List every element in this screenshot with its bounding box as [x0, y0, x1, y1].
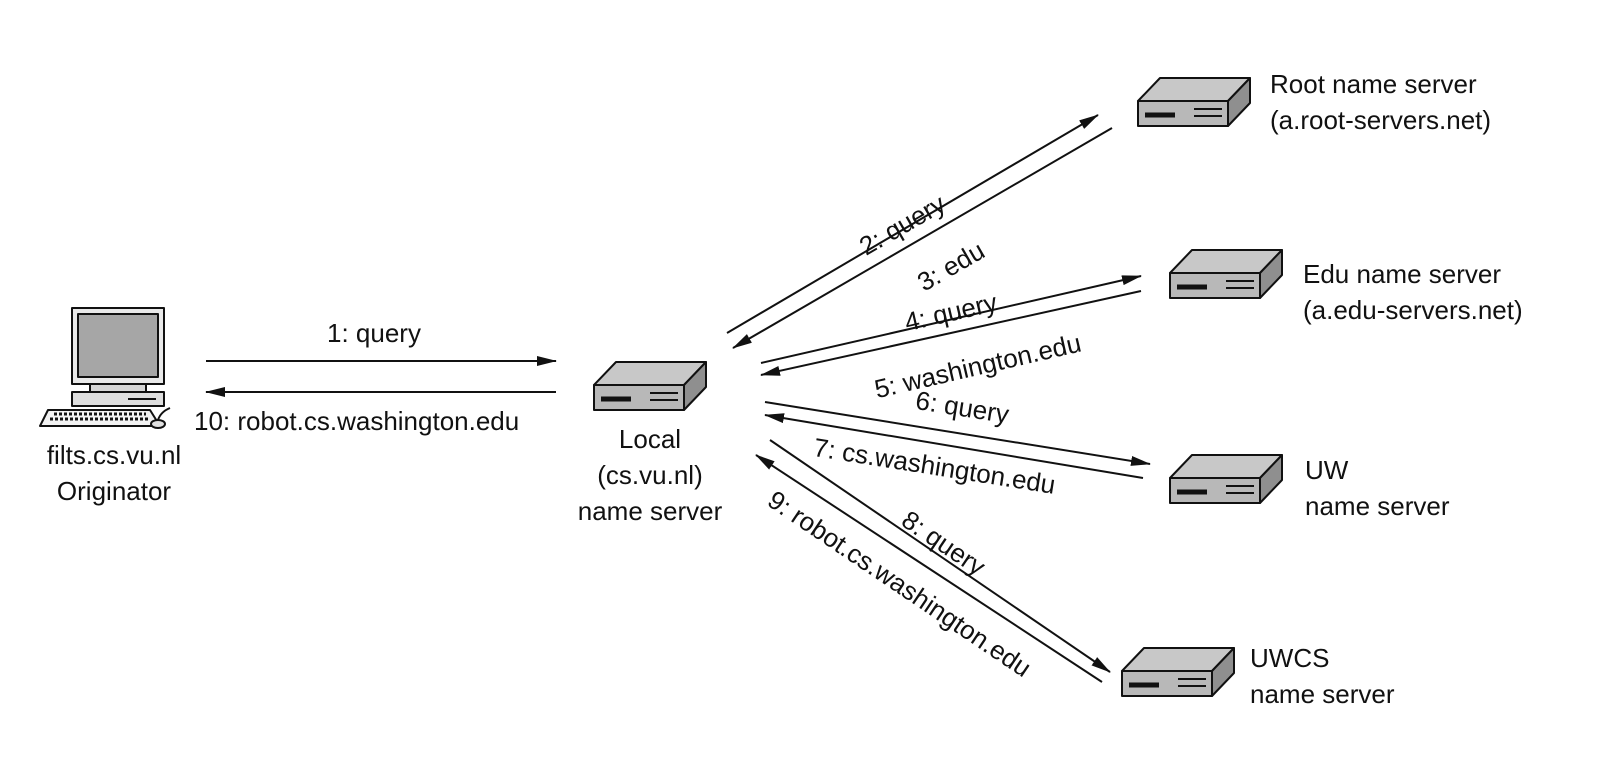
arrow-2-query — [726, 114, 1099, 334]
arrow-9-robot — [755, 454, 1103, 683]
local-server-line1: Local — [618, 424, 682, 454]
originator-role: Originator — [56, 476, 172, 506]
server-icon — [1121, 647, 1235, 697]
server-icon — [1169, 454, 1283, 504]
originator-host: filts.cs.vu.nl — [46, 440, 182, 470]
originator-label: filts.cs.vu.nl Originator — [14, 437, 214, 509]
root-server-line2: (a.root-servers.net) — [1270, 105, 1492, 135]
root-server-label: Root name server (a.root-servers.net) — [1270, 66, 1491, 138]
uw-server-line1: UW — [1305, 455, 1349, 485]
local-server-line2: (cs.vu.nl) — [597, 460, 703, 490]
uw-server-line2: name server — [1305, 491, 1450, 521]
arrow-6-query — [764, 401, 1151, 466]
arrow-7-cs-washington — [764, 413, 1144, 479]
server-icon — [1137, 77, 1251, 127]
arrow-5-washington — [760, 290, 1142, 376]
local-server-label: Local (cs.vu.nl) name server — [550, 421, 750, 529]
uwcs-server-label: UWCS name server — [1250, 640, 1395, 712]
arrow-8-query — [769, 439, 1111, 673]
message-label-1: 1: query — [327, 318, 421, 348]
message-label-10: 10: robot.cs.washington.edu — [194, 406, 520, 436]
edu-server-line2: (a.edu-servers.net) — [1303, 295, 1523, 325]
arrow-4-query — [760, 275, 1142, 364]
uwcs-server-line1: UWCS — [1250, 643, 1330, 673]
root-server-line1: Root name server — [1270, 69, 1477, 99]
arrow-3-edu — [732, 127, 1113, 349]
server-icon — [1169, 249, 1283, 299]
edu-server-label: Edu name server (a.edu-servers.net) — [1303, 256, 1523, 328]
computer-icon — [39, 307, 171, 429]
local-server-line3: name server — [577, 496, 723, 526]
uwcs-server-line2: name server — [1250, 679, 1395, 709]
uw-server-label: UW name server — [1305, 452, 1450, 524]
server-icon — [593, 361, 707, 411]
edu-server-line1: Edu name server — [1303, 259, 1501, 289]
